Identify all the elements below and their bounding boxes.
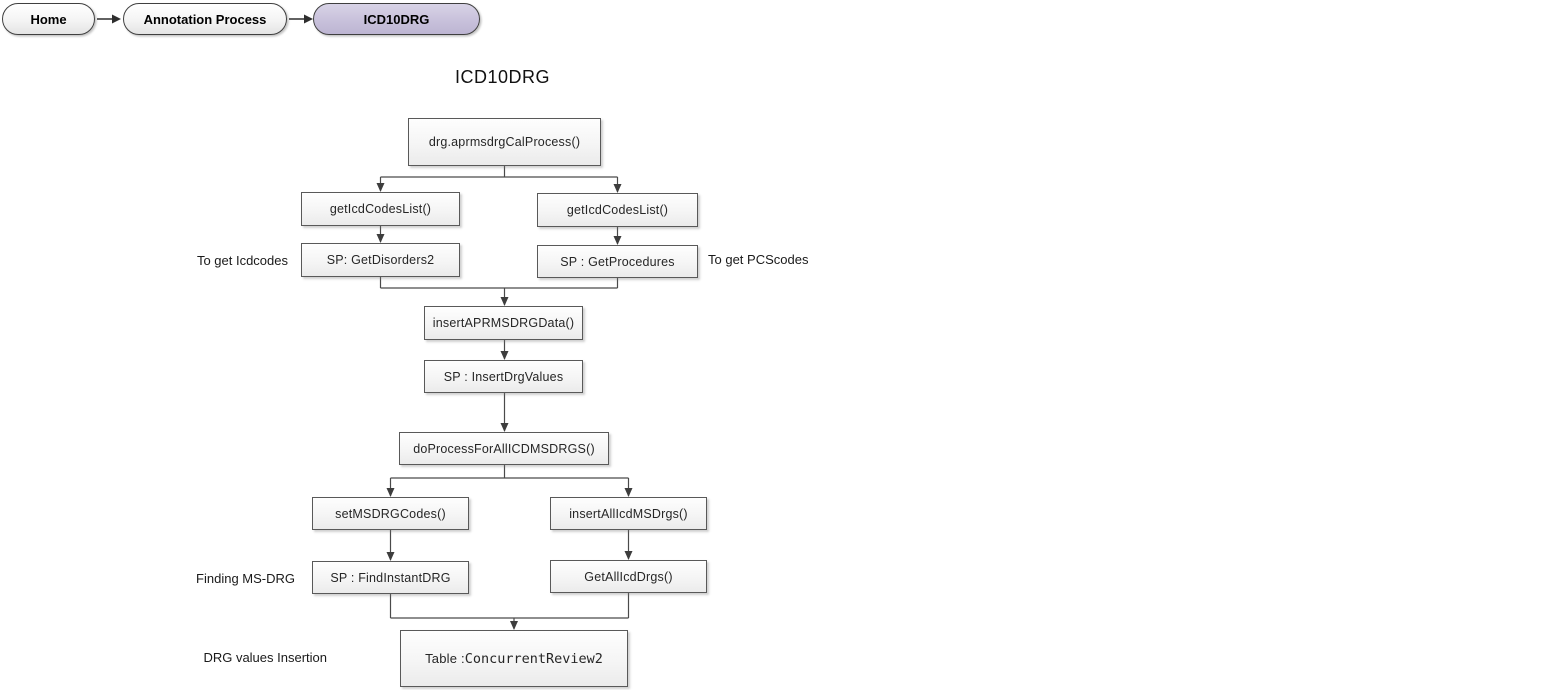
breadcrumb-arrow-icon <box>97 14 121 24</box>
flowchart-node-get-icd-codes-left: getIcdCodesList() <box>301 192 460 226</box>
table-node-prefix: Table : <box>425 651 465 666</box>
flowchart-node-main-process: drg.aprmsdrgCalProcess() <box>408 118 601 166</box>
breadcrumb-item-home[interactable]: Home <box>2 3 95 35</box>
flowchart-node-sp-get-disorders: SP: GetDisorders2 <box>301 243 460 277</box>
flowchart-node-insert-all-icd-msdrgs: insertAllIcdMSDrgs() <box>550 497 707 530</box>
annotation-to-get-icdcodes: To get Icdcodes <box>196 253 288 268</box>
diagram-title: ICD10DRG <box>454 67 551 87</box>
annotation-finding-msdrg: Finding MS-DRG <box>196 571 295 586</box>
flowchart-node-sp-get-procedures: SP : GetProcedures <box>537 245 698 278</box>
flowchart-node-sp-find-instant-drg: SP : FindInstantDRG <box>312 561 469 594</box>
annotation-drg-values-insertion: DRG values Insertion <box>203 650 327 665</box>
table-node-name: ConcurrentReview2 <box>464 650 603 667</box>
flowchart-node-set-msdrg-codes: setMSDRGCodes() <box>312 497 469 530</box>
annotation-to-get-pcscodes: To get PCScodes <box>708 252 809 267</box>
breadcrumb-item-annotation-process[interactable]: Annotation Process <box>123 3 287 35</box>
breadcrumb-item-icd10drg-current[interactable]: ICD10DRG <box>313 3 480 35</box>
flowchart-node-sp-insert-drg-values: SP : InsertDrgValues <box>424 360 583 393</box>
flowchart-node-get-all-icd-drgs: GetAllIcdDrgs() <box>550 560 707 593</box>
breadcrumb-arrow-icon <box>289 14 313 24</box>
flowchart-node-get-icd-codes-right: getIcdCodesList() <box>537 193 698 227</box>
flowchart-node-do-process-for-all: doProcessForAllICDMSDRGS() <box>399 432 609 465</box>
flowchart-node-table-concurrent-review: Table : ConcurrentReview2 <box>400 630 628 687</box>
flowchart-node-insert-aprmsdrg-data: insertAPRMSDRGData() <box>424 306 583 340</box>
